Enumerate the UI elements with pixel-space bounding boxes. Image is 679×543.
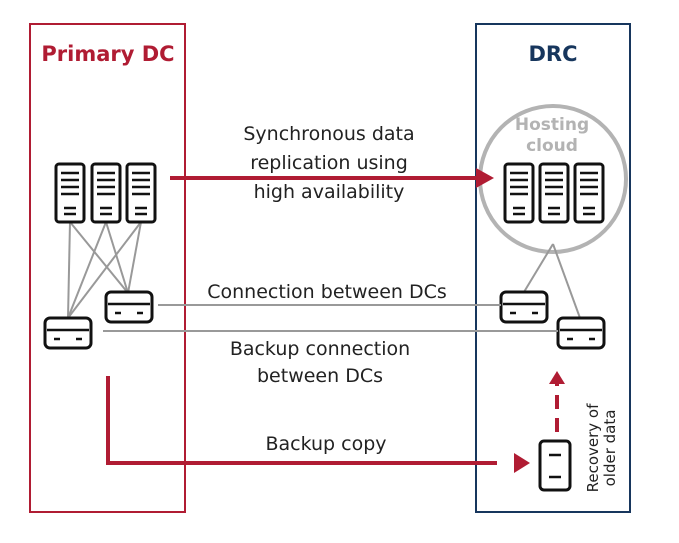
backup-connection-label-1: Backup connection [230, 338, 410, 360]
sync-label-3: high availability [254, 181, 405, 203]
network-switch-icon [104, 290, 154, 324]
primary-dc-frame [29, 23, 186, 513]
recovery-label-1: Recovery of [584, 403, 602, 492]
sync-label-1: Synchronous data [243, 123, 414, 145]
backup-connection-label-2: between DCs [257, 365, 383, 387]
connection-label: Connection between DCs [207, 281, 447, 303]
network-switch-icon [556, 316, 606, 350]
drc-title: DRC [528, 42, 577, 66]
backup-copy-arrowhead [514, 453, 530, 473]
sync-label-2: replication using [250, 152, 408, 174]
server-tower-icon [538, 162, 570, 224]
hosting-cloud-label-1: Hosting [515, 115, 589, 135]
sync-arrowhead [476, 168, 494, 188]
drc-switch-links [523, 243, 581, 319]
hosting-cloud-label-2: cloud [526, 136, 578, 156]
backup-copy-label: Backup copy [265, 433, 386, 455]
drc-frame [475, 23, 631, 513]
server-tower-icon [125, 162, 157, 224]
primary-dc-title: Primary DC [41, 42, 174, 66]
server-tower-icon [90, 162, 122, 224]
network-switch-icon [43, 316, 93, 350]
recovery-arrowhead [549, 371, 565, 384]
backup-storage-icon [538, 439, 572, 492]
backup-copy-line [106, 376, 497, 465]
recovery-label-2: older data [601, 410, 619, 487]
server-tower-icon [54, 162, 86, 224]
server-tower-icon [573, 162, 605, 224]
network-switch-icon [499, 290, 549, 324]
server-tower-icon [503, 162, 535, 224]
primary-mesh-links [67, 221, 142, 319]
